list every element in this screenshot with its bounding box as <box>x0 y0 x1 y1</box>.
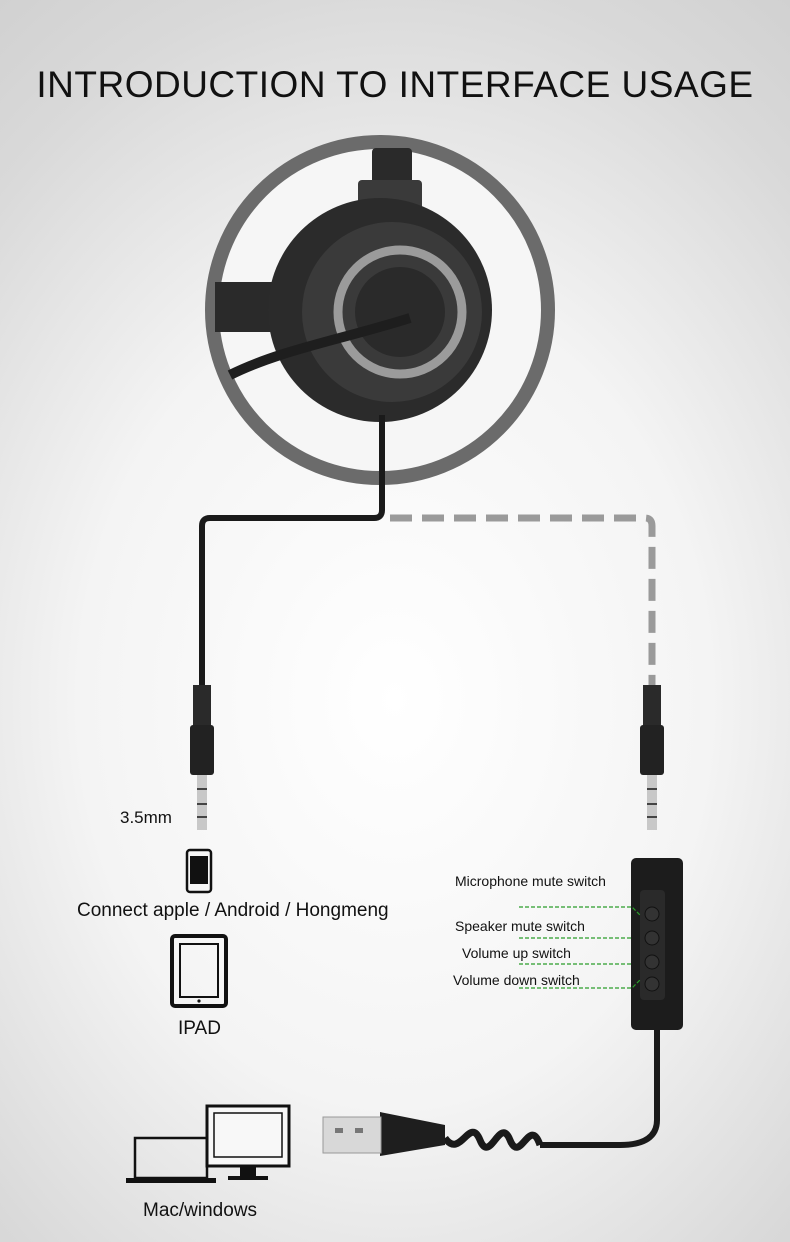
volume-up-switch-label: Volume up switch <box>462 945 571 961</box>
page-title: INTRODUCTION TO INTERFACE USAGE <box>36 64 754 105</box>
laptop-icon <box>126 1136 216 1183</box>
tablet-icon <box>170 934 228 1008</box>
jack-plug-left <box>190 685 214 830</box>
jack-size-label: 3.5mm <box>120 808 172 827</box>
computer-label: Mac/windows <box>143 1200 258 1221</box>
dashed-cable <box>390 514 656 685</box>
usb-coiled-cable <box>540 1030 660 1148</box>
leader-lines <box>519 906 641 989</box>
inline-control-box <box>631 858 683 1030</box>
ipad-label: IPAD <box>178 1018 221 1039</box>
cable-3.5mm <box>199 470 385 685</box>
volume-down-switch-label: Volume down switch <box>453 972 580 988</box>
headset-earcup-image <box>205 135 555 485</box>
jack-plug-right <box>640 685 664 830</box>
phone-compat-label: Connect apple / Android / Hongmeng <box>77 900 389 921</box>
mic-mute-switch-label: Microphone mute switch <box>455 873 606 889</box>
desktop-monitor-icon <box>205 1104 291 1180</box>
smartphone-icon <box>185 848 213 894</box>
usb-plug <box>322 1112 445 1156</box>
speaker-mute-switch-label: Speaker mute switch <box>455 918 585 934</box>
